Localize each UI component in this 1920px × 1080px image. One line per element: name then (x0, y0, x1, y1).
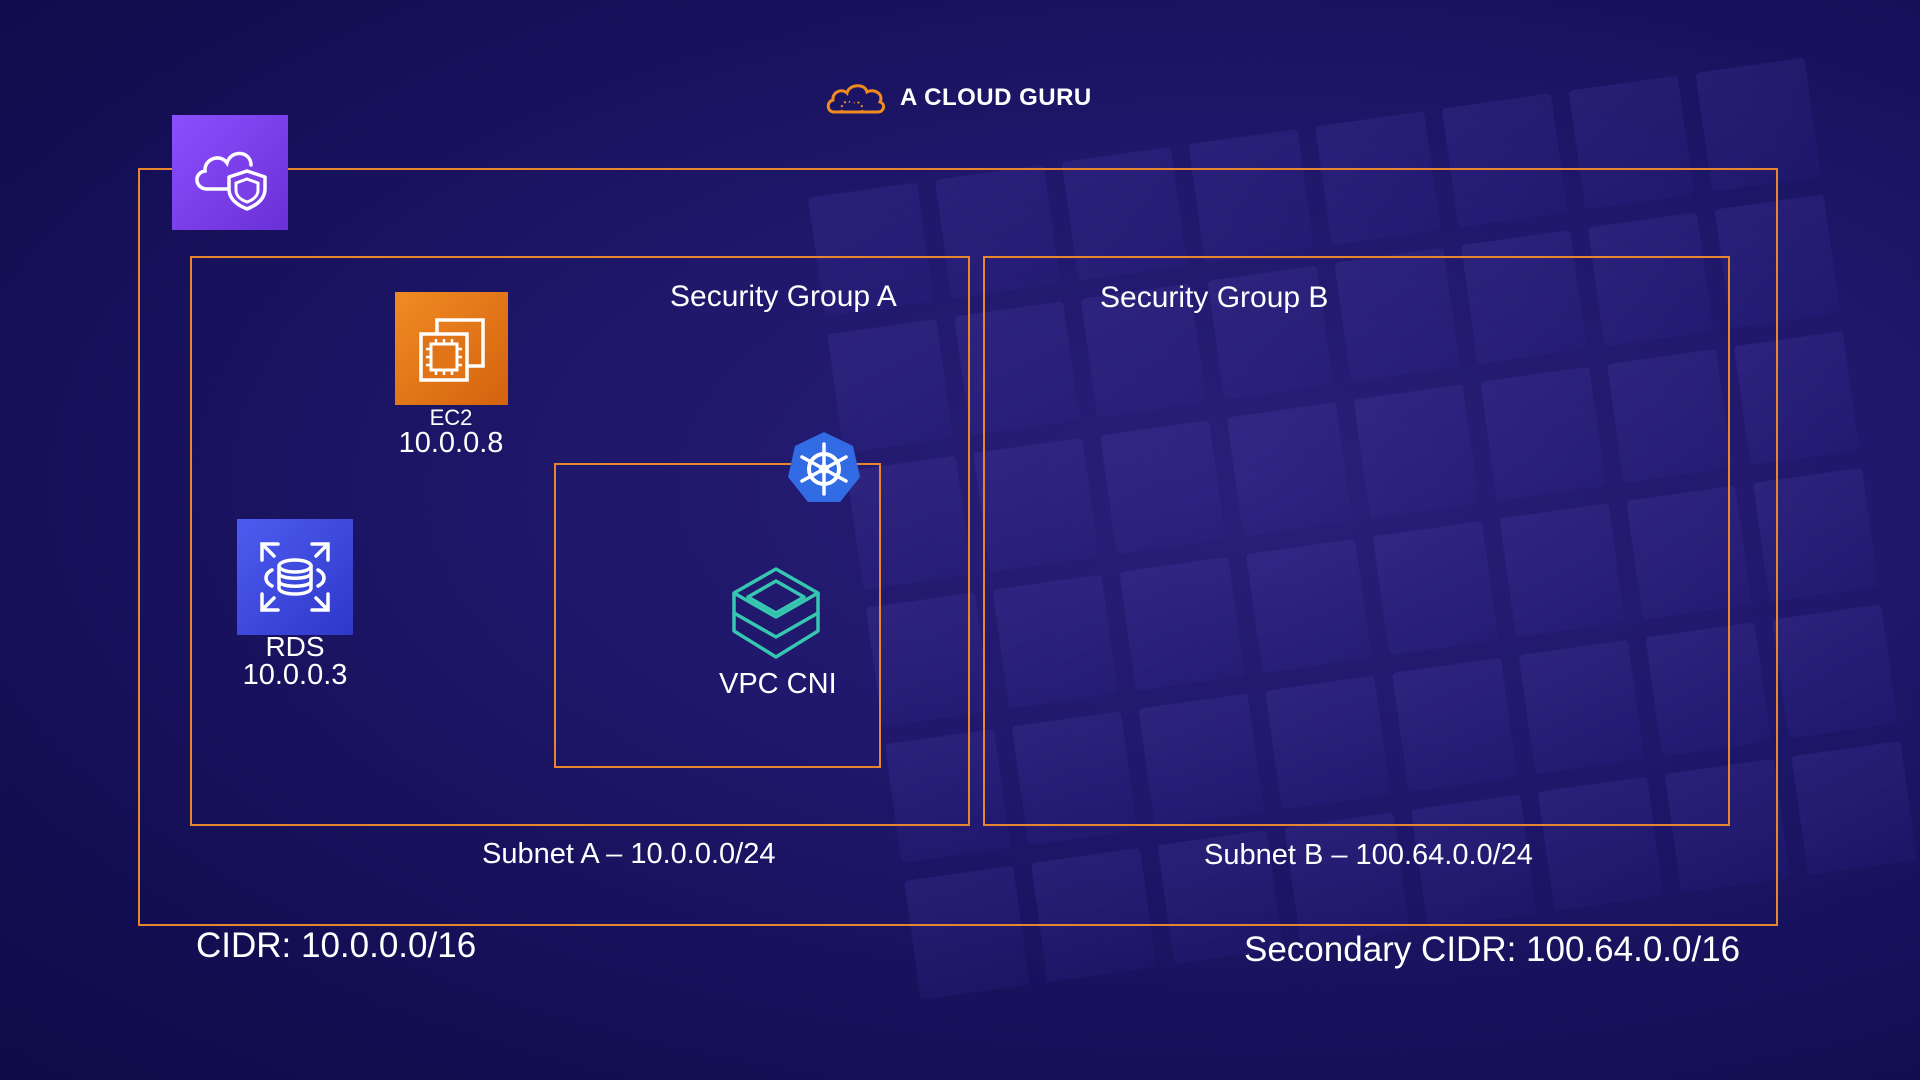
security-group-a-title: Security Group A (670, 280, 897, 313)
ec2-name: EC2 (429, 405, 473, 430)
rds-name: RDS (265, 631, 325, 662)
rds-database-icon (260, 542, 330, 612)
brand-name: A CLOUD GURU (900, 84, 1092, 111)
ec2-chip-icon (418, 317, 485, 382)
cloud-logo-icon (826, 84, 886, 114)
vpc-cni-icon (732, 567, 820, 659)
rds-ip: 10.0.0.3 (242, 659, 348, 691)
security-group-b-title: Security Group B (1100, 281, 1329, 314)
subnet-b-label: Subnet B – 100.64.0.0/24 (1204, 839, 1533, 871)
security-group-a-box (190, 256, 970, 826)
kubernetes-helm-icon (788, 432, 860, 502)
vpc-cni-label: VPC CNI (719, 668, 837, 700)
subnet-a-label: Subnet A – 10.0.0.0/24 (482, 838, 776, 870)
vpc-cloud-shield-icon (195, 151, 267, 211)
vpc-boundary (138, 168, 1778, 926)
brand-logo: A CLOUD GURU (824, 78, 1092, 118)
vpc-icon-tile (172, 115, 288, 230)
secondary-cidr-label: Secondary CIDR: 100.64.0.0/16 (1244, 930, 1741, 969)
vpc-cidr-label: CIDR: 10.0.0.0/16 (196, 926, 477, 965)
ec2-ip: 10.0.0.8 (398, 427, 504, 459)
security-group-b-box (983, 256, 1730, 826)
ec2-icon-tile (395, 292, 508, 405)
rds-icon-tile (237, 519, 353, 635)
vpc-cni-box (554, 463, 881, 768)
